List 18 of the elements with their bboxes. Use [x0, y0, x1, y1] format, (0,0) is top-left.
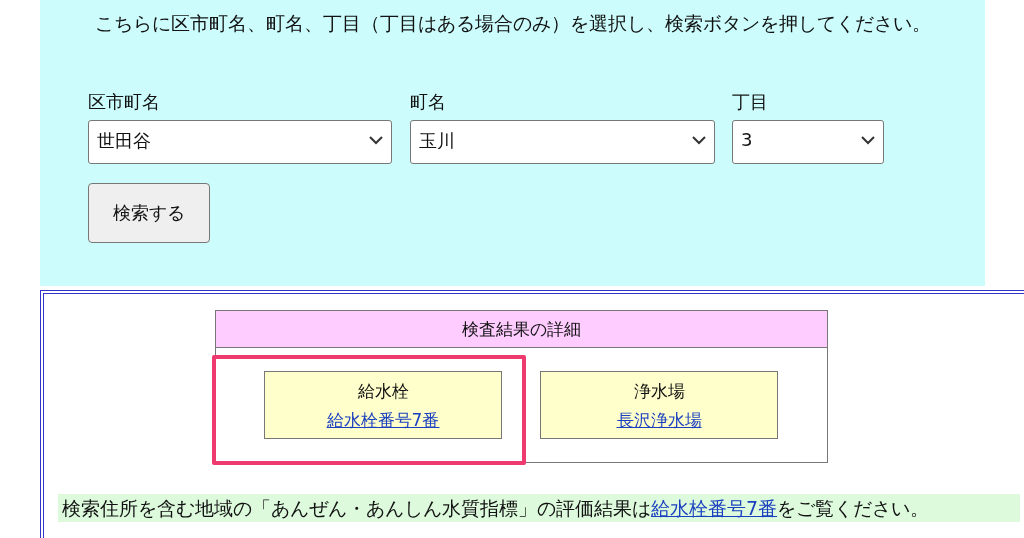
result-table: [215, 310, 828, 463]
link: 長沢浄水場: [616, 409, 702, 432]
field-label: 区市町名: [88, 90, 160, 114]
field-label: 丁目: [732, 90, 768, 114]
field-label: 町名: [410, 90, 446, 114]
info-card: [264, 371, 502, 439]
info-card: [540, 371, 778, 439]
link: 給水栓番号7番: [326, 409, 440, 432]
search-button: 検索する: [88, 183, 210, 243]
result-sentence: 検索住所を含む地域の「あんぜん・あんしん水質指標」の評価結果は給水栓番号7番をご覧ください。: [58, 494, 1020, 522]
instruction-text: こちらに区市町名、町名、丁目（丁目はある場合のみ）を選択し、検索ボタンを押してください。: [94, 11, 932, 36]
dropdown: 世田谷: [88, 120, 392, 164]
link: 給水栓番号7番: [651, 497, 778, 519]
dropdown: 3: [732, 120, 884, 164]
card-heading: 給水栓: [357, 380, 409, 403]
card-heading: 浄水場: [633, 380, 685, 403]
dropdown: 玉川: [410, 120, 715, 164]
table-header: 検査結果の詳細: [216, 311, 827, 348]
